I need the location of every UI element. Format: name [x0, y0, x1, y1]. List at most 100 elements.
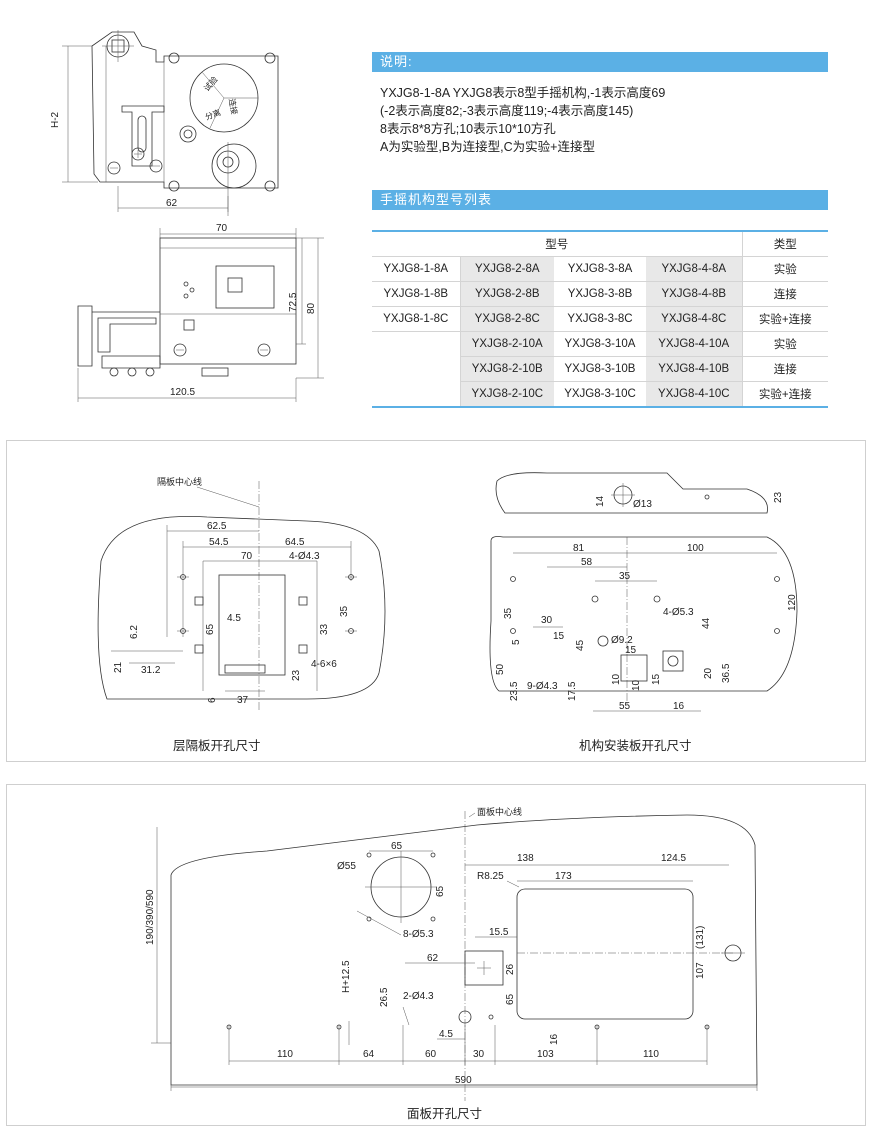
- table-cell: YXJG8-2-8C: [460, 306, 554, 332]
- dim: 4-Ø5.3: [663, 607, 694, 618]
- dim: 36.5: [721, 663, 732, 683]
- dim-62: 62: [166, 198, 178, 209]
- dim: 50: [495, 663, 506, 675]
- dim: 4-Ø4.3: [289, 551, 320, 562]
- description-line-3: 8表示8*8方孔;10表示10*10方孔: [380, 122, 556, 136]
- table-cell: YXJG8-2-10B: [460, 356, 554, 382]
- table-cell: [372, 356, 461, 382]
- dim: 30: [473, 1049, 485, 1060]
- table-row: YXJG8-1-8A YXJG8-2-8A YXJG8-3-8A YXJG8-4…: [372, 256, 828, 282]
- dim: 10: [611, 673, 622, 685]
- dim-80: 80: [306, 302, 317, 314]
- mount-plate-drawing: 14 Ø13 23 81 100 58 35 4-Ø5.3 35 30 15 5…: [489, 472, 798, 712]
- dim: 65: [435, 885, 446, 897]
- table-cell: YXJG8-1-8B: [372, 281, 461, 307]
- mechanism-front-view: 试验 连接 分离 H-2 62: [50, 30, 279, 216]
- dim: 35: [503, 607, 514, 619]
- table-cell: YXJG8-3-8B: [554, 281, 646, 307]
- dim: 23.5: [509, 681, 520, 701]
- table-row: YXJG8-2-10A YXJG8-3-10A YXJG8-4-10A 实验: [372, 331, 828, 357]
- table-header-row: 型号 类型: [372, 230, 828, 257]
- table-cell-type: 实验: [741, 331, 828, 357]
- dim: 15: [553, 631, 565, 642]
- description-line-1: YXJG8-1-8A YXJG8表示8型手摇机构,-1表示高度69: [380, 86, 666, 100]
- table-header-type: 类型: [741, 230, 828, 257]
- dim: 100: [687, 543, 704, 554]
- plate-cutout-drawings: 隔板中心线 62.5 54.5 64.5 4-Ø4.3 70: [97, 472, 798, 712]
- dim-72-5: 72.5: [288, 292, 299, 312]
- table-cell: YXJG8-2-10C: [460, 381, 554, 408]
- dim: 15: [651, 673, 662, 685]
- dim-70: 70: [216, 223, 228, 234]
- dim: 14: [595, 495, 606, 507]
- dim: 5: [511, 639, 522, 645]
- dim: 70: [241, 551, 253, 562]
- model-table: 型号 类型 YXJG8-1-8A YXJG8-2-8A YXJG8-3-8A Y…: [372, 230, 828, 408]
- table-cell: YXJG8-4-8C: [646, 306, 742, 332]
- table-row: YXJG8-2-10C YXJG8-3-10C YXJG8-4-10C 实验+连…: [372, 381, 828, 408]
- dim: 138: [517, 853, 534, 864]
- dim: 124.5: [661, 853, 686, 864]
- dim: 30: [541, 615, 553, 626]
- table-cell: [372, 331, 461, 357]
- dim: 120: [787, 594, 798, 611]
- dim: R8.25: [477, 871, 504, 882]
- table-cell-type: 实验+连接: [741, 306, 828, 332]
- table-cell: YXJG8-4-8B: [646, 281, 742, 307]
- dim: 9-Ø4.3: [527, 681, 558, 692]
- floor-plate-drawing: 隔板中心线 62.5 54.5 64.5 4-Ø4.3 70: [97, 476, 386, 711]
- dial-label-separate: 分离: [204, 107, 222, 122]
- dim: 31.2: [141, 665, 161, 676]
- dim: 173: [555, 871, 572, 882]
- table-cell: YXJG8-3-10A: [554, 331, 646, 357]
- mechanism-side-view: 70 72.5 80: [77, 223, 324, 402]
- table-cell: YXJG8-1-8C: [372, 306, 461, 332]
- dim: 35: [339, 605, 350, 617]
- dim: 6.2: [129, 625, 140, 639]
- dim: 37: [237, 695, 249, 706]
- dim: 35: [619, 571, 631, 582]
- dial-label-connect: 连接: [227, 98, 240, 115]
- dim: 10: [631, 679, 642, 691]
- mount-plate-caption: 机构安装板开孔尺寸: [579, 739, 692, 753]
- dim: 110: [277, 1049, 293, 1060]
- dim: 21: [113, 661, 124, 673]
- table-cell: YXJG8-2-10A: [460, 331, 554, 357]
- table-cell: YXJG8-4-8A: [646, 256, 742, 282]
- dim: 62: [427, 953, 439, 964]
- floor-plate-caption: 层隔板开孔尺寸: [173, 739, 261, 753]
- description-title: 说明:: [372, 52, 828, 72]
- dim: 23: [291, 669, 302, 681]
- dim: 58: [581, 557, 593, 568]
- dim: 103: [537, 1049, 554, 1060]
- table-cell: YXJG8-3-8A: [554, 256, 646, 282]
- table-cell: YXJG8-1-8A: [372, 256, 461, 282]
- dim: 65: [391, 841, 403, 852]
- table-cell: YXJG8-2-8A: [460, 256, 554, 282]
- panel-plate-caption: 面板开孔尺寸: [407, 1107, 483, 1121]
- dim: 26: [505, 963, 516, 975]
- dim: 60: [425, 1049, 437, 1060]
- table-cell: YXJG8-2-8B: [460, 281, 554, 307]
- dim: 26.5: [379, 987, 390, 1007]
- dim: 44: [701, 617, 712, 629]
- table-cell-type: 连接: [741, 281, 828, 307]
- dim: Ø9.2: [611, 635, 633, 646]
- dim: 15.5: [489, 927, 509, 938]
- table-cell: YXJG8-4-10B: [646, 356, 742, 382]
- table-cell: YXJG8-3-10C: [554, 381, 646, 408]
- dim: 590: [455, 1075, 472, 1086]
- floor-center-line-label: 隔板中心线: [157, 476, 202, 487]
- dim: 110: [643, 1049, 659, 1060]
- description-line-4: A为实验型,B为连接型,C为实验+连接型: [380, 140, 595, 154]
- panel-center-line-label: 面板中心线: [477, 806, 522, 817]
- dim: 8-Ø5.3: [403, 929, 434, 940]
- table-cell: YXJG8-4-10A: [646, 331, 742, 357]
- dim: 62.5: [207, 521, 227, 532]
- dim: 15: [625, 645, 637, 656]
- dim: 20: [703, 667, 714, 679]
- table-cell-type: 实验: [741, 256, 828, 282]
- table-cell: [372, 381, 461, 408]
- dim: H+12.5: [341, 960, 352, 993]
- table-cell-type: 连接: [741, 356, 828, 382]
